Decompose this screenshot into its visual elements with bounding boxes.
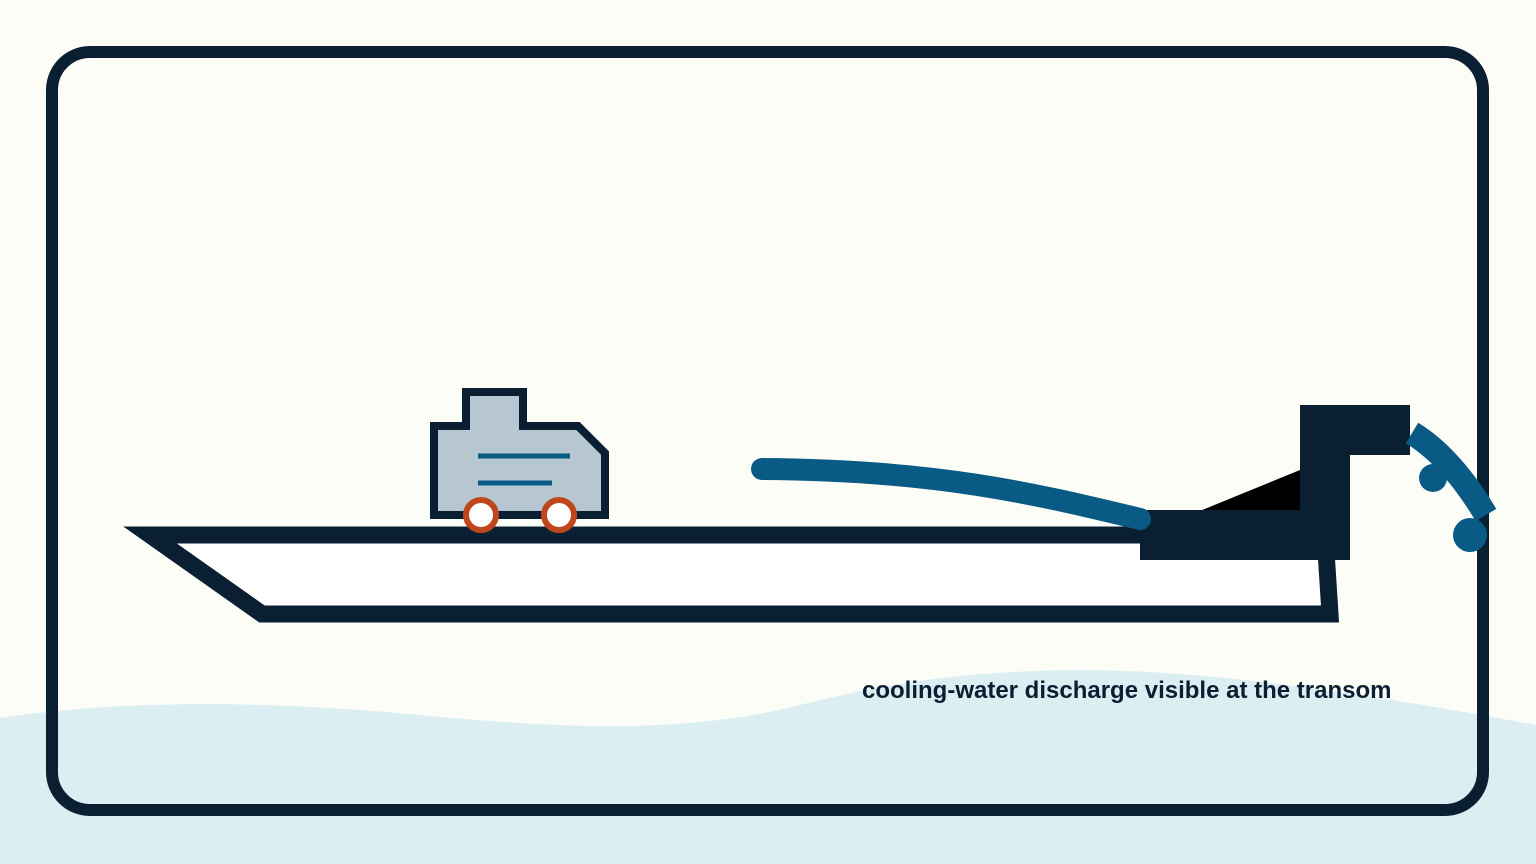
stern-block bbox=[1140, 405, 1410, 560]
frame-border bbox=[46, 46, 1489, 816]
vehicle-icon bbox=[430, 388, 609, 533]
transom-discharge bbox=[1405, 422, 1497, 552]
hull bbox=[123, 526, 1340, 623]
water-stream-icon bbox=[751, 458, 1151, 530]
caption-text: cooling-water discharge visible at the t… bbox=[862, 677, 1392, 704]
